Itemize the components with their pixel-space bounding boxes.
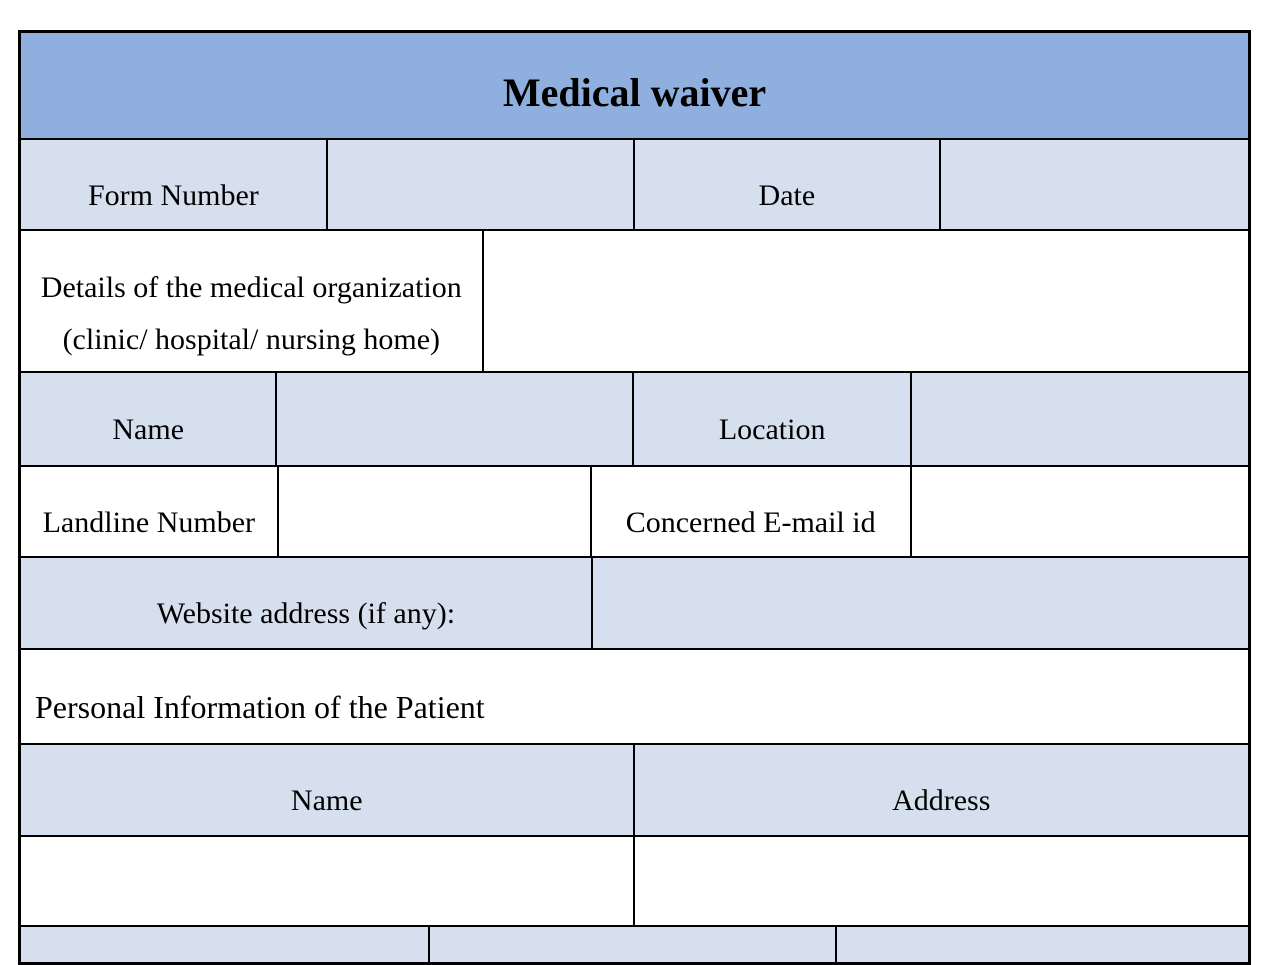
website-address-label: Website address (if any):	[21, 558, 593, 648]
medical-waiver-form: Medical waiver Form Number Date Details …	[18, 30, 1251, 965]
form-title: Medical waiver	[21, 33, 1248, 138]
landline-email-row: Landline Number Concerned E-mail id	[21, 467, 1248, 558]
patient-headers-row: Name Address	[21, 745, 1248, 837]
patient-name-header: Name	[21, 745, 635, 835]
location-field[interactable]	[912, 373, 1248, 465]
date-label: Date	[635, 140, 942, 229]
patient-address-field[interactable]	[635, 837, 1249, 925]
patient-name-field[interactable]	[21, 837, 635, 925]
organization-details-field[interactable]	[484, 231, 1248, 371]
bottom-row-field-2[interactable]	[430, 927, 837, 962]
organization-name-field[interactable]	[277, 373, 635, 465]
organization-name-label: Name	[21, 373, 278, 465]
bottom-partial-row	[21, 927, 1248, 962]
patient-section-row: Personal Information of the Patient	[21, 650, 1248, 745]
organization-details-label-line2: (clinic/ hospital/ nursing home)	[62, 322, 440, 356]
form-number-date-row: Form Number Date	[21, 140, 1248, 231]
patient-address-header: Address	[892, 784, 991, 817]
landline-number-field[interactable]	[279, 467, 592, 556]
website-address-field[interactable]	[593, 558, 1248, 648]
concerned-email-label: Concerned E-mail id	[592, 467, 912, 556]
patient-section-title: Personal Information of the Patient	[35, 689, 485, 726]
patient-values-row	[21, 837, 1248, 927]
landline-number-label: Landline Number	[21, 467, 279, 556]
organization-details-label-line1: Details of the medical organization	[40, 270, 462, 304]
form-number-label: Form Number	[21, 140, 328, 229]
location-label: Location	[634, 373, 912, 465]
organization-details-row: Details of the medical organization (cli…	[21, 231, 1248, 373]
bottom-row-field-1[interactable]	[21, 927, 430, 962]
organization-details-label: Details of the medical organization (cli…	[21, 231, 484, 371]
form-number-field[interactable]	[328, 140, 635, 229]
organization-name-location-row: Name Location	[21, 373, 1248, 467]
title-row: Medical waiver	[21, 33, 1248, 140]
date-field[interactable]	[941, 140, 1248, 229]
concerned-email-field[interactable]	[912, 467, 1248, 556]
bottom-row-field-3[interactable]	[837, 927, 1248, 962]
website-row: Website address (if any):	[21, 558, 1248, 650]
